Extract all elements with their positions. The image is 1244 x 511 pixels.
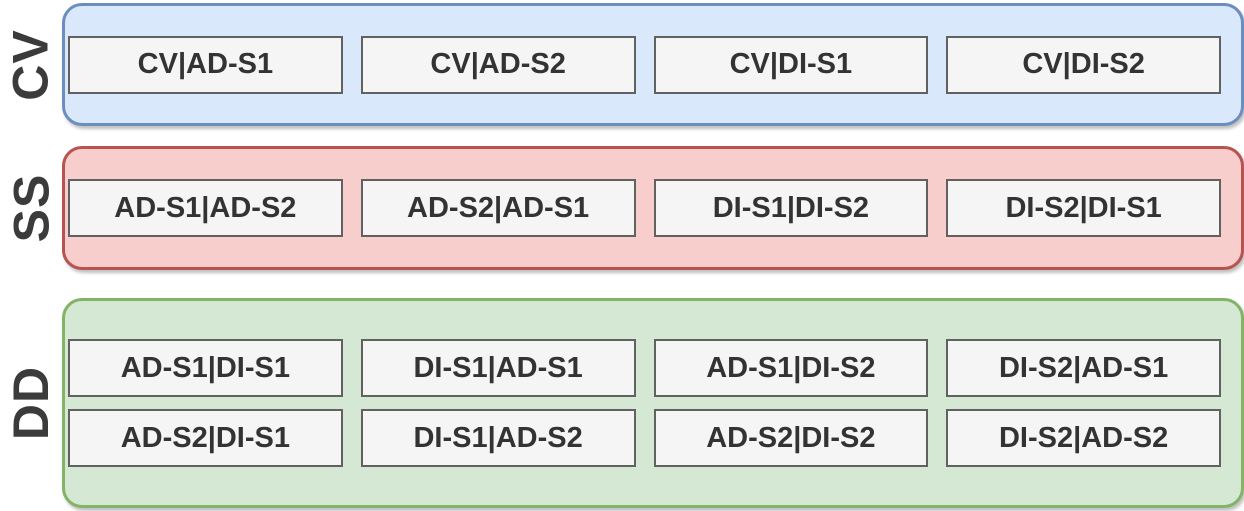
pair-box: AD-S2|DI-S2 xyxy=(653,409,929,467)
row-label-cv: CV xyxy=(3,22,59,107)
pair-box: CV|AD-S2 xyxy=(360,35,636,94)
pair-box: DI-S2|DI-S1 xyxy=(946,179,1221,237)
row-label-dd: DD xyxy=(3,359,59,447)
pair-box: CV|DI-S1 xyxy=(653,35,929,94)
row-label-ss: SS xyxy=(3,167,59,249)
pair-box: AD-S2|DI-S1 xyxy=(68,409,343,467)
row-dd-label-column: DD xyxy=(0,298,62,508)
cv-group-container: CV|AD-S1 CV|AD-S2 CV|DI-S1 CV|DI-S2 xyxy=(62,3,1244,126)
dd-group-container: AD-S1|DI-S1 DI-S1|AD-S1 AD-S1|DI-S2 DI-S… xyxy=(62,298,1244,508)
pair-box: CV|AD-S1 xyxy=(68,35,343,94)
pair-box: DI-S2|AD-S2 xyxy=(946,409,1221,467)
row-cv-label-column: CV xyxy=(0,3,62,126)
pair-box: DI-S2|AD-S1 xyxy=(946,339,1221,397)
pair-box: AD-S1|AD-S2 xyxy=(68,179,343,237)
pair-box: CV|DI-S2 xyxy=(946,35,1221,94)
row-dd: DD AD-S1|DI-S1 DI-S1|AD-S1 AD-S1|DI-S2 D… xyxy=(0,298,1244,508)
pair-box: AD-S1|DI-S1 xyxy=(68,339,343,397)
pair-box: DI-S1|AD-S1 xyxy=(360,339,636,397)
row-cv: CV CV|AD-S1 CV|AD-S2 CV|DI-S1 CV|DI-S2 xyxy=(0,3,1244,126)
pair-box: AD-S2|AD-S1 xyxy=(360,179,636,237)
row-ss-label-column: SS xyxy=(0,146,62,270)
pair-box: AD-S1|DI-S2 xyxy=(653,339,929,397)
pair-box: DI-S1|AD-S2 xyxy=(360,409,636,467)
ss-group-container: AD-S1|AD-S2 AD-S2|AD-S1 DI-S1|DI-S2 DI-S… xyxy=(62,146,1244,270)
row-ss: SS AD-S1|AD-S2 AD-S2|AD-S1 DI-S1|DI-S2 D… xyxy=(0,146,1244,270)
pair-box: DI-S1|DI-S2 xyxy=(653,179,929,237)
